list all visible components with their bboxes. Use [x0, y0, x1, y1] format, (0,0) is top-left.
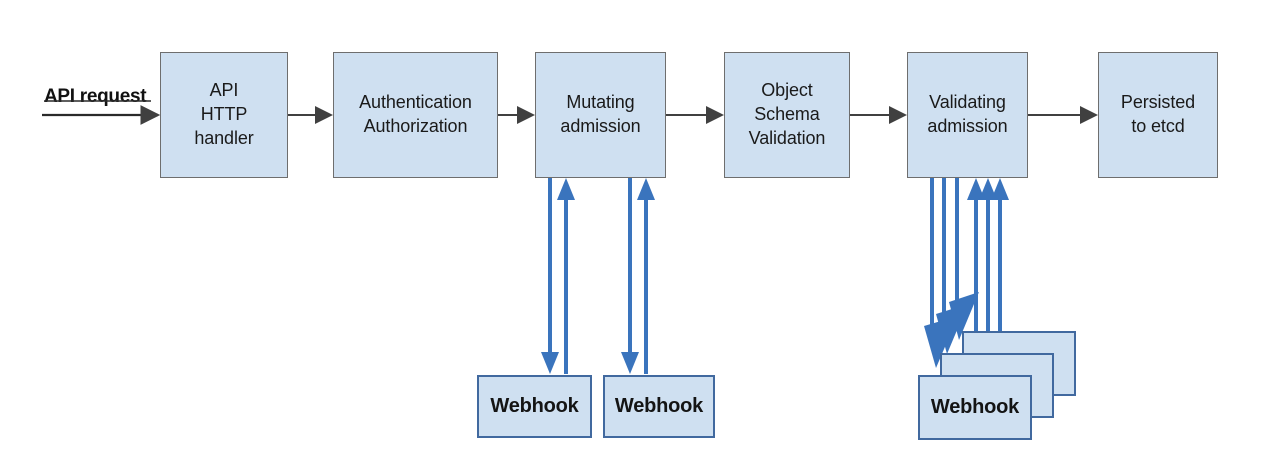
- api-request-label: API request: [44, 86, 147, 107]
- webhook-mutating-2[interactable]: Webhook: [603, 375, 715, 438]
- webhook-validating-1[interactable]: Webhook: [918, 375, 1032, 440]
- mutating-webhook-2-connector: [621, 178, 655, 374]
- node-object-schema-validation[interactable]: Object Schema Validation: [724, 52, 850, 178]
- node-persisted-to-etcd[interactable]: Persisted to etcd: [1098, 52, 1218, 178]
- node-mutating-admission[interactable]: Mutating admission: [535, 52, 666, 178]
- validating-webhook-1-connector: [949, 178, 979, 340]
- validating-webhook-return-2: [979, 178, 997, 356]
- node-api-http-handler[interactable]: API HTTP handler: [160, 52, 288, 178]
- node-authentication-authorization[interactable]: Authentication Authorization: [333, 52, 498, 178]
- validating-webhook-return-3: [991, 178, 1009, 338]
- mutating-webhook-1-connector: [541, 178, 575, 374]
- node-validating-admission[interactable]: Validating admission: [907, 52, 1028, 178]
- validating-webhook-2-connector: [936, 178, 968, 354]
- webhook-mutating-1[interactable]: Webhook: [477, 375, 592, 438]
- validating-webhook-3-connector: [924, 178, 958, 368]
